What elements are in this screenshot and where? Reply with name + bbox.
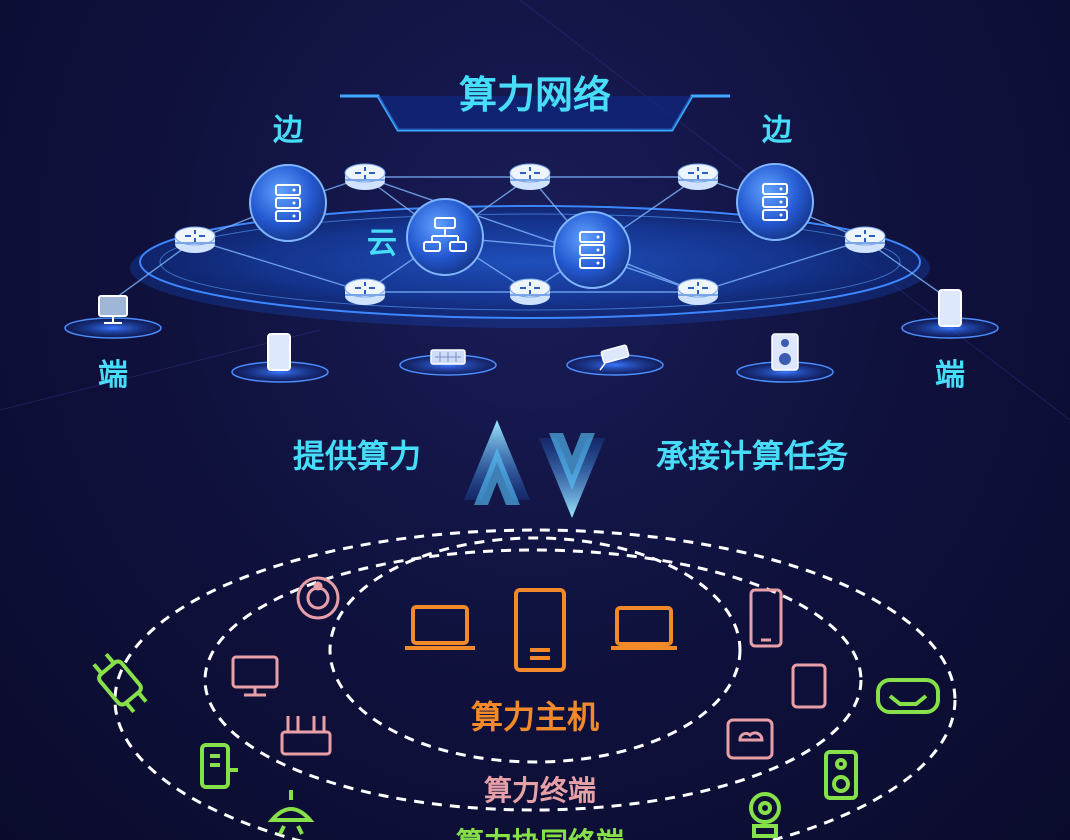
router-icon (174, 226, 216, 254)
provide-compute-label: 提供算力 (293, 437, 421, 475)
router-icon (677, 278, 719, 306)
phone-icon (749, 588, 783, 648)
tablet-icon (791, 663, 827, 709)
cloud-node (406, 198, 484, 276)
speaker-icon (771, 333, 799, 371)
phone-icon (267, 333, 291, 371)
terminal-display (399, 349, 497, 376)
terminal-ring-label: 算力终端 (484, 774, 596, 807)
ceiling-lamp-icon (267, 790, 315, 835)
down-arrow-icon (539, 433, 605, 518)
terminal-monitor (64, 295, 162, 339)
router-icon (344, 278, 386, 306)
terminal-label-left: 端 (98, 358, 128, 393)
robot-vacuum-icon (296, 576, 340, 620)
terminal-speaker (736, 333, 834, 383)
background-streak (0, 329, 321, 411)
collab-terminal-ring (113, 528, 957, 840)
edge-server-node-right (736, 163, 814, 241)
terminal-phone-right (901, 289, 999, 339)
network-platform (130, 205, 930, 328)
server-tower-icon (514, 588, 566, 672)
router-icon (280, 716, 332, 756)
vr-headset-icon (876, 678, 940, 714)
laptop-icon (611, 606, 677, 650)
title-banner: 算力网络 (340, 73, 730, 132)
network-topology-icon (423, 217, 467, 252)
monitor-icon (98, 295, 128, 324)
webcam-icon (749, 792, 781, 838)
cloud-server-node (553, 211, 631, 289)
cloud-label: 云 (367, 226, 397, 261)
cloud-drive-icon (726, 718, 774, 760)
router-icon (677, 163, 719, 191)
edge-label-right: 边 (762, 113, 793, 148)
host-label: 算力主机 (471, 698, 599, 736)
collab-devices (92, 652, 940, 838)
terminal-devices (231, 576, 827, 760)
edge-label-left: 边 (273, 113, 304, 148)
router-icon (509, 278, 551, 306)
up-arrow-icon (464, 420, 530, 505)
terminal-ring (203, 548, 863, 812)
watch-icon (92, 652, 148, 714)
edge-server-node-left (249, 164, 327, 242)
router-icon (509, 163, 551, 191)
undertake-task-label: 承接计算任务 (656, 437, 848, 475)
terminal-label-right: 端 (935, 358, 965, 393)
router-icon (344, 163, 386, 191)
terminal-phone (231, 333, 329, 383)
camera-icon (599, 344, 630, 371)
diagram-title: 算力网络 (459, 73, 611, 117)
router-icon (844, 226, 886, 254)
terminal-camera (566, 344, 664, 376)
display-icon (430, 349, 466, 365)
monitor-icon (231, 655, 279, 697)
phone-icon (938, 289, 962, 327)
collab-ring-label: 算力协同终端 (456, 826, 624, 840)
host-ring (328, 536, 742, 764)
speaker-icon (824, 750, 858, 800)
laptop-icon (405, 605, 475, 650)
host-devices (405, 588, 677, 672)
smart-lock-icon (200, 743, 238, 789)
